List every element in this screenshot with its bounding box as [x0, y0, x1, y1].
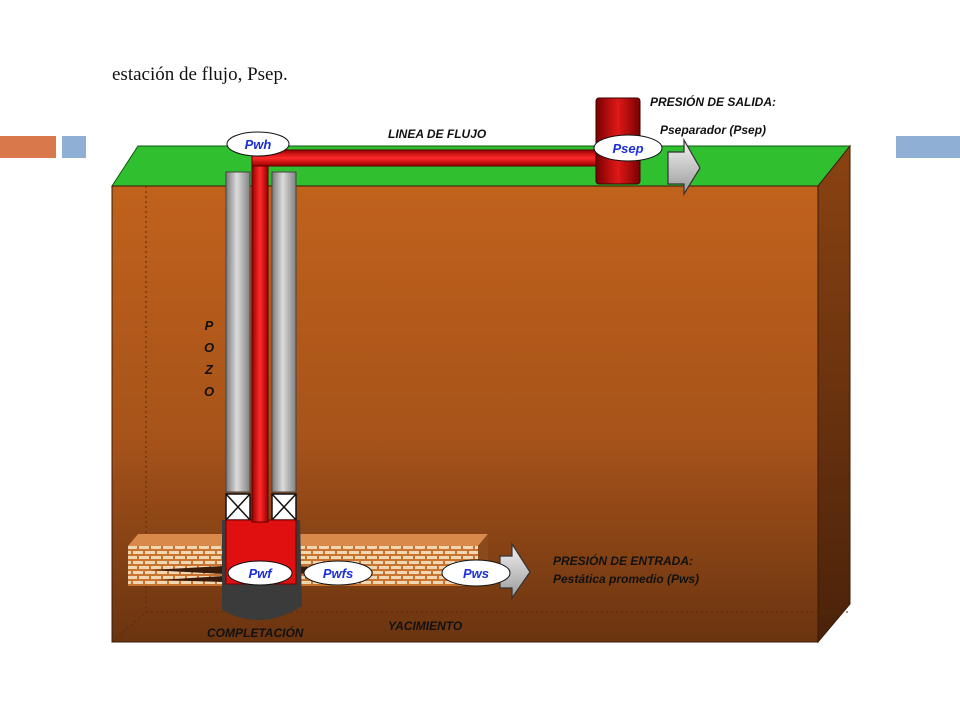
outlet-pressure-title: PRESIÓN DE SALIDA:	[650, 94, 776, 109]
inlet-arrow-icon	[499, 541, 531, 600]
psep-marker: Psep	[593, 134, 663, 162]
tubing-pipe	[251, 149, 269, 523]
outlet-pressure-value: Pseparador (Psep)	[660, 123, 766, 137]
packer-left	[225, 493, 251, 521]
pws-label: Pws	[463, 566, 489, 581]
flow-line-pipe	[251, 149, 603, 167]
pwh-marker: Pwh	[226, 131, 290, 157]
inlet-pressure-value: Pestática promedio (Pws)	[553, 572, 699, 586]
well-letter: Z	[204, 362, 214, 377]
soil-side-face	[817, 144, 851, 644]
accent-bar-right-blue	[896, 136, 960, 158]
psep-label: Psep	[612, 141, 643, 156]
casing-right	[271, 171, 297, 493]
reservoir-layer	[128, 534, 488, 586]
well-letter: O	[204, 384, 214, 399]
reservoir-label: YACIMIENTO	[388, 619, 463, 633]
well-letter: O	[204, 340, 214, 355]
pwf-label: Pwf	[248, 566, 273, 581]
pws-marker: Pws	[441, 559, 511, 587]
flow-line-label: LINEA DE FLUJO	[388, 127, 487, 141]
pwh-label: Pwh	[245, 137, 272, 152]
pwfs-label: Pwfs	[323, 566, 353, 581]
well-letter: P	[205, 318, 214, 333]
outlet-arrow-icon	[667, 137, 701, 197]
slide-caption: estación de flujo, Psep.	[112, 64, 288, 85]
accent-bar-left-blue	[62, 136, 86, 158]
pwfs-marker: Pwfs	[303, 560, 373, 586]
casing-left	[225, 171, 251, 493]
well-label: P O Z O	[204, 318, 214, 399]
completion-label: COMPLETACIÓN	[207, 625, 304, 640]
pwf-marker: Pwf	[227, 560, 293, 586]
accent-bar-left-orange	[0, 136, 56, 158]
inlet-pressure-title: PRESIÓN DE ENTRADA:	[553, 553, 693, 568]
packer-right	[271, 493, 297, 521]
